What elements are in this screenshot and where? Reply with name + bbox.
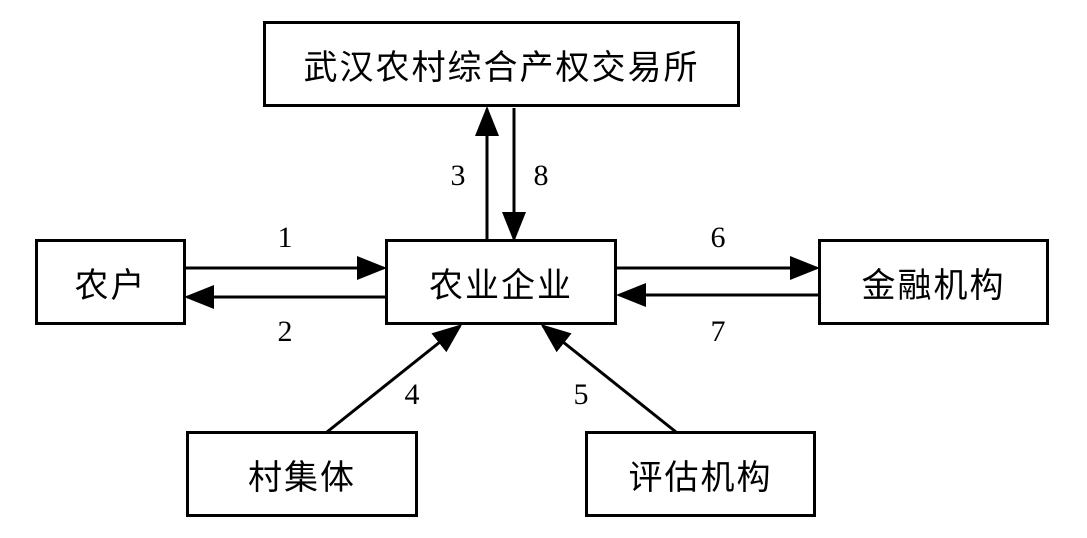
node-village: 村集体 (186, 431, 418, 517)
edge-8-label: 8 (533, 159, 549, 192)
node-appraisal: 评估机构 (585, 431, 816, 517)
node-finance: 金融机构 (818, 239, 1049, 325)
edge-2-label: 2 (277, 315, 293, 348)
edge-4-arrow (326, 324, 463, 434)
edge-1-label: 1 (277, 221, 293, 254)
edge-5-arrow (540, 324, 677, 434)
edge-4-label: 4 (404, 378, 420, 411)
edge-6-label: 6 (710, 221, 726, 254)
edge-5-label: 5 (573, 378, 589, 411)
node-enterprise: 农业企业 (385, 239, 617, 325)
node-farmers: 农户 (35, 239, 186, 325)
edge-7-label: 7 (710, 315, 726, 348)
node-exchange: 武汉农村综合产权交易所 (263, 21, 740, 107)
edge-3-label: 3 (450, 159, 466, 192)
